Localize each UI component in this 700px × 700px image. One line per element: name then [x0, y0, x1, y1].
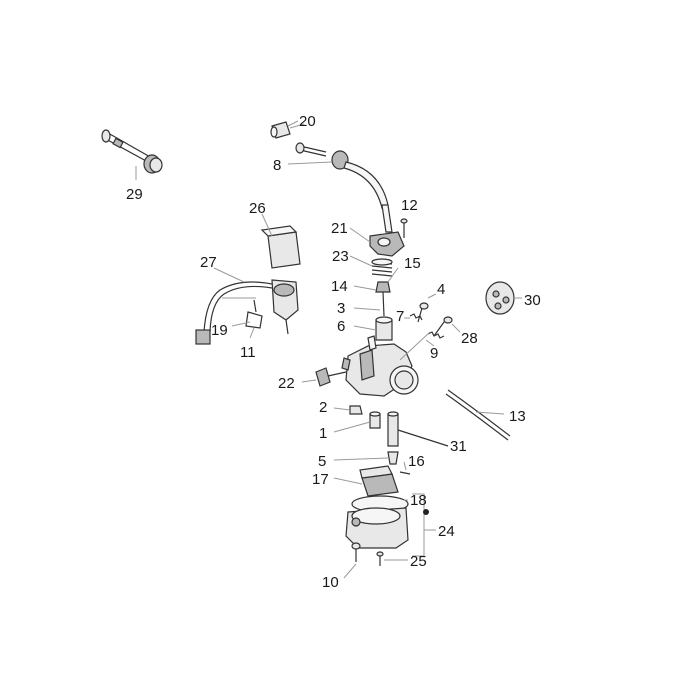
callout-1: 1	[319, 425, 327, 442]
callout-25: 25	[410, 553, 427, 570]
callout-9: 9	[430, 345, 438, 362]
callout-27: 27	[200, 254, 217, 271]
dot-marker	[423, 509, 429, 515]
callout-16: 16	[408, 453, 425, 470]
part-13-hose-icon	[445, 389, 511, 441]
callout-17: 17	[312, 471, 329, 488]
part-31-emulsion-tube-icon	[387, 411, 399, 447]
part-22-adjust-screw-icon	[315, 367, 347, 387]
callout-26: 26	[249, 200, 266, 217]
part-10-screw-icon	[351, 542, 361, 562]
part-7-spring-icon	[409, 313, 423, 321]
part-14-needle-icon	[375, 281, 391, 317]
callout-30: 30	[524, 292, 541, 309]
part-26-rubber-block-icon	[260, 225, 301, 269]
part-20-cap-icon	[270, 121, 291, 139]
part-17-float-icon	[359, 465, 399, 497]
callout-2: 2	[319, 399, 327, 416]
callout-10: 10	[322, 574, 339, 591]
callout-18: 18	[410, 492, 427, 509]
part-21-throttle-cap-icon	[369, 231, 405, 257]
part-5-float-needle-icon	[387, 451, 399, 465]
part-23-spring-icon	[371, 258, 393, 277]
callout-4: 4	[437, 281, 445, 298]
part-19-clip-icon	[245, 299, 263, 329]
part-fuel-pipe-icon	[381, 204, 393, 233]
part-6-throttle-slide-icon	[375, 316, 393, 341]
callout-23: 23	[332, 248, 349, 265]
callout-22: 22	[278, 375, 295, 392]
part-12-screw-icon	[400, 218, 408, 238]
callout-7: 7	[396, 308, 404, 325]
callout-31: 31	[450, 438, 467, 455]
part-30-spacer-icon	[485, 281, 515, 315]
part-28-screw-icon	[433, 316, 453, 337]
callout-11: 11	[240, 344, 256, 361]
callout-28: 28	[461, 330, 478, 347]
callout-8: 8	[273, 157, 281, 174]
part-9-spring-icon	[427, 331, 445, 339]
part-8-cable-guide-icon	[295, 142, 389, 209]
callout-6: 6	[337, 318, 345, 335]
carburetor-body-icon	[341, 335, 419, 397]
callout-12: 12	[401, 197, 418, 214]
float-bowl-icon	[345, 507, 409, 549]
callout-5: 5	[318, 453, 326, 470]
part-16-pin-icon	[399, 471, 411, 475]
callout-21: 21	[331, 220, 348, 237]
callout-29: 29	[126, 186, 143, 203]
callout-19: 19	[211, 322, 228, 339]
callout-3: 3	[337, 300, 345, 317]
callout-15: 15	[404, 255, 421, 272]
part-25-screw-icon	[376, 551, 384, 566]
callout-13: 13	[509, 408, 526, 425]
part-4-screw-icon	[417, 302, 429, 323]
callout-20: 20	[299, 113, 316, 130]
part-2-nut-icon	[349, 405, 363, 415]
part-29-bolt-icon	[101, 129, 163, 174]
part-27-choke-unit-icon	[195, 279, 299, 345]
callout-24: 24	[438, 523, 455, 540]
callout-14: 14	[331, 278, 348, 295]
part-1-jet-icon	[369, 411, 381, 429]
